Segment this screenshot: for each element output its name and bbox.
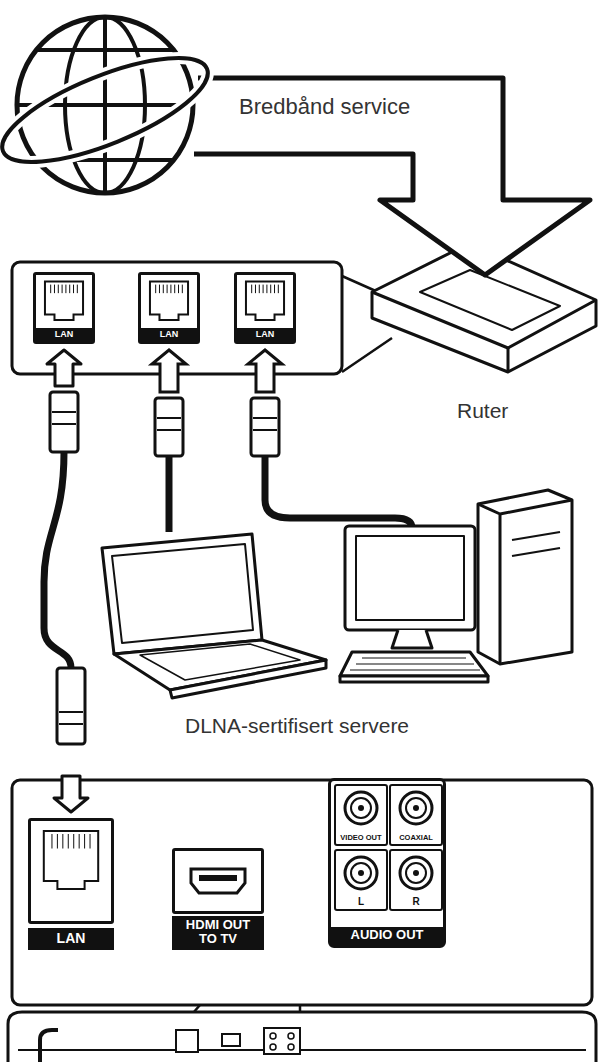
rca-jack: R — [389, 849, 443, 911]
service-label: Bredbånd service — [236, 94, 413, 120]
port-label: LAN — [256, 329, 275, 339]
connector — [44, 350, 88, 812]
rca-jack: L — [334, 849, 388, 911]
lan-port: LAN — [234, 272, 296, 344]
port-label: HDMI OUT TO TV — [182, 918, 254, 946]
jack-label: R — [391, 896, 441, 907]
broadband-arrow — [194, 78, 590, 275]
jack-icon — [336, 786, 386, 830]
desktop-computer — [340, 490, 572, 682]
cable-laptop — [152, 350, 186, 532]
lan-port: LAN — [33, 272, 95, 344]
cable-desktop — [248, 350, 412, 528]
jack-icon — [391, 786, 441, 830]
port-band: LAN — [28, 928, 114, 950]
router-label: Ruter — [457, 399, 508, 423]
port-band: LAN — [36, 328, 92, 341]
hdmi-port: HDMI OUT TO TV — [172, 848, 264, 950]
panel-leader — [342, 338, 392, 372]
lan-cable — [44, 452, 71, 668]
jack-label: VIDEO OUT — [336, 833, 386, 842]
lan-socket — [28, 818, 114, 924]
port-label: LAN — [57, 930, 86, 946]
hdmi-icon — [175, 851, 261, 911]
jack-icon — [336, 851, 386, 895]
panel-leader — [342, 276, 378, 292]
jack-icon — [391, 851, 441, 895]
jack-label: L — [336, 896, 386, 907]
router-label-box: Ruter — [365, 275, 604, 425]
rca-jack: VIDEO OUT — [334, 784, 388, 846]
player-body — [8, 1012, 596, 1062]
port-band: LAN — [237, 328, 293, 341]
port-band: LAN — [141, 328, 197, 341]
panel-label: AUDIO OUT — [351, 927, 424, 942]
rca-jack: COAXIAL — [389, 784, 443, 846]
laptop — [102, 534, 326, 698]
globe: Bredbånd service — [10, 10, 210, 210]
port-label: LAN — [160, 329, 179, 339]
port-band: HDMI OUT TO TV — [172, 916, 264, 950]
jack-label: COAXIAL — [391, 833, 441, 842]
rj45-socket — [31, 821, 111, 921]
hdmi-socket — [172, 848, 264, 914]
lan-port: LAN — [28, 818, 114, 950]
rear-panel — [12, 780, 592, 1005]
port-label: LAN — [55, 329, 74, 339]
connector — [194, 78, 590, 275]
panel-band: AUDIO OUT — [331, 927, 443, 945]
audio-panel: AUDIO OUT VIDEO OUT COAXIAL LR — [328, 778, 446, 948]
lan-port: LAN — [138, 272, 200, 344]
server-label: DLNA-sertifisert servere — [185, 714, 409, 738]
globe-icon — [10, 10, 210, 210]
